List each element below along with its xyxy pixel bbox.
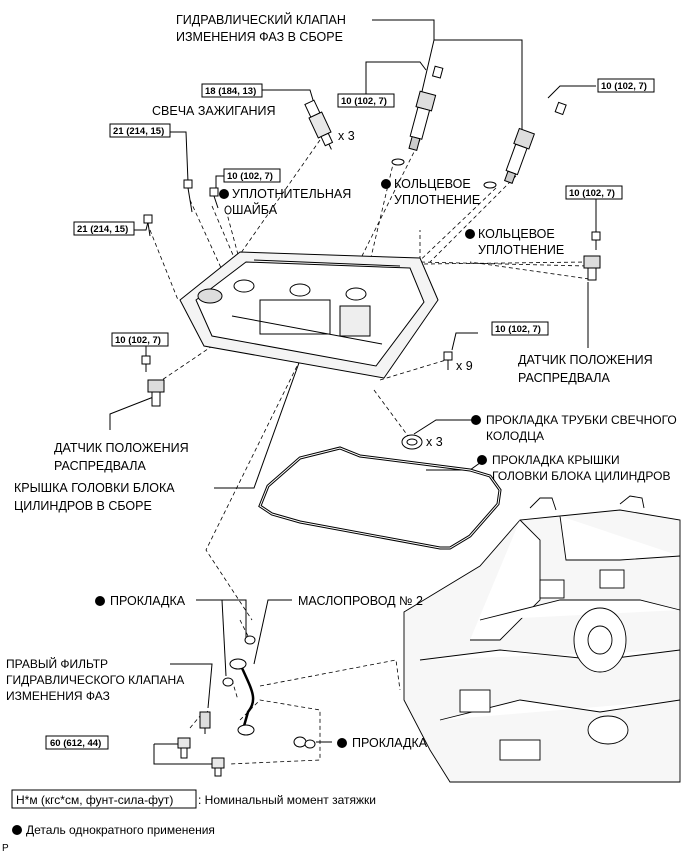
label-gasket-1: ПРОКЛАДКА [110,594,186,608]
label-cam-sensor-left: ДАТЧИК ПОЛОЖЕНИЯ [54,441,189,455]
legend-torque-box [11,789,197,809]
label-filter: ГИДРАВЛИЧЕСКОГО КЛАПАНА [6,673,184,687]
torque-box [73,221,135,236]
label-tube-gasket: КОЛОДЦА [486,429,544,443]
label-tube-gasket: ПРОКЛАДКА ТРУБКИ СВЕЧНОГО [486,413,677,427]
bolt-icon [209,187,219,209]
legend-single-use: Деталь однократного применения [26,823,215,837]
cylinder-head-cover-icon [179,251,439,379]
label-o-ring-2: КОЛЬЦЕВОЕ [478,227,555,241]
label-o-ring-1: КОЛЬЦЕВОЕ [394,177,471,191]
torque-box [565,185,623,200]
leader-lines [109,19,597,765]
o-ring-icon [483,181,497,189]
filled-circle-icon [12,825,22,835]
torque-cover-bolts: 10 (102, 7) [495,324,541,335]
corner-mark: P [2,843,9,854]
torque-union-bolt: 60 (612, 44) [50,738,101,749]
torque-cover-bolt-left: 21 (214, 15) [77,224,128,235]
label-seal-washer: УПЛОТНИТЕЛЬНАЯ [232,187,351,201]
label-spark-plug: СВЕЧА ЗАЖИГАНИЯ [152,104,276,118]
o-ring-icon [391,158,405,166]
torque-box [111,332,169,347]
torque-box [597,78,655,93]
label-vvt-valve: ГИДРАВЛИЧЕСКИЙ КЛАПАН [176,12,346,27]
label-seal-washer: ШАЙБА [232,202,278,217]
label-cam-sensor-left: РАСПРЕДВАЛА [54,459,146,473]
torque-box [223,168,281,183]
bolt-icon [143,214,153,237]
label-o-ring-1: УПЛОТНЕНИЕ [394,193,480,207]
label-cover-gasket: ГОЛОВКИ БЛОКА ЦИЛИНДРОВ [492,469,670,483]
torque-box [45,735,109,750]
bolt-icon [591,231,601,250]
filled-circle-icon [95,596,105,606]
cover-gasket-icon [258,446,502,550]
filled-circle-icon [465,229,475,239]
label-cam-sensor-right: ДАТЧИК ПОЛОЖЕНИЯ [518,353,653,367]
label-filter: ПРАВЫЙ ФИЛЬТР [6,656,108,671]
tube-gasket-icon [401,434,423,450]
label-cam-sensor-right: РАСПРЕДВАЛА [518,371,610,385]
parts [141,65,681,783]
single-use-markers [95,179,487,748]
qty-bolts: x 9 [456,359,473,373]
filled-circle-icon [219,189,229,199]
filter-icon [199,711,211,734]
union-bolt-icon [211,757,225,777]
torque-vvt-valve: 10 (102, 7) [341,96,387,107]
legend: Н*м (кгс*см, фунт-сила-фут) : Номинальны… [2,789,376,854]
torque-values: 18 (184, 13) 10 (102, 7) 10 (102, 7) 21 … [50,81,647,749]
gasket-icon [244,635,256,645]
cam-sensor-left-icon [147,379,165,407]
union-bolt-icon [177,737,191,759]
label-oil-pipe: МАСЛОПРОВОД № 2 [298,594,423,608]
torque-box [337,93,395,108]
label-cover-gasket: ПРОКЛАДКА КРЫШКИ [492,453,620,467]
vvt-valve-right-icon [503,101,567,184]
torque-callouts [45,78,655,750]
gasket-icon [293,736,307,748]
engine-block-icon [403,495,681,783]
filled-circle-icon [381,179,391,189]
cam-sensor-right-icon [583,255,601,281]
torque-vvt-valve-right: 10 (102, 7) [601,81,647,92]
spark-plug-icon [304,99,334,150]
label-head-cover: ЦИЛИНДРОВ В СБОРЕ [14,499,152,513]
torque-cover-bolt-top: 21 (214, 15) [113,126,164,137]
filled-circle-icon [477,455,487,465]
label-o-ring-2: УПЛОТНЕНИЕ [478,243,564,257]
torque-box [201,83,263,98]
filled-circle-icon [337,738,347,748]
vvt-valve-left-icon [408,65,444,151]
label-gasket-2: ПРОКЛАДКА [352,736,428,750]
torque-seal-washer-bolt: 10 (102, 7) [227,171,273,182]
bolt-icon [443,351,453,370]
qty-spark-plug: x 3 [338,129,355,143]
legend-torque-units: Н*м (кгс*см, фунт-сила-фут) [16,793,173,807]
qty-tube-gasket: x 3 [426,435,443,449]
bolt-icon [183,179,193,213]
label-filter: ИЗМЕНЕНИЯ ФАЗ [6,689,110,703]
torque-cam-sensor-left: 10 (102, 7) [115,335,161,346]
bolt-icon [141,355,151,372]
label-vvt-valve: ИЗМЕНЕНИЯ ФАЗ В СБОРЕ [176,30,343,44]
gasket-icon [304,739,316,749]
gasket-icon [222,677,234,687]
part-labels: ГИДРАВЛИЧЕСКИЙ КЛАПАН ИЗМЕНЕНИЯ ФАЗ В СБ… [6,12,677,750]
torque-box [491,321,549,336]
label-head-cover: КРЫШКА ГОЛОВКИ БЛОКА [14,481,175,495]
legend-torque-desc: : Номинальный момент затяжки [198,793,376,807]
torque-cam-sensor-right: 10 (102, 7) [569,188,615,199]
oil-pipe-icon [229,658,255,736]
torque-spark-plug: 18 (184, 13) [205,86,256,97]
filled-circle-icon [471,415,481,425]
seal-washer-icon [224,205,232,215]
torque-box [109,123,171,138]
